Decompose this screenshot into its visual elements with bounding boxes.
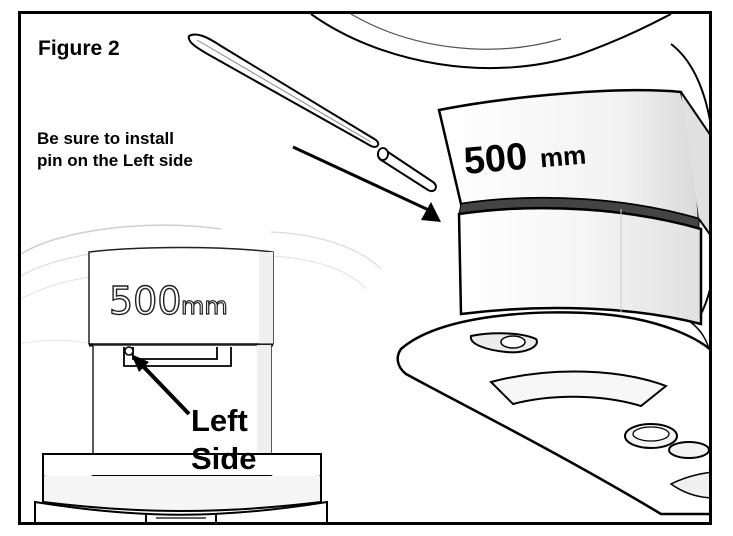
- install-instruction-line-1: Be sure to install: [37, 129, 174, 148]
- size-label-left: 500: [109, 279, 182, 323]
- assembly-drawing: 500 mm 500 mm: [21, 14, 709, 522]
- size-unit-left: mm: [181, 292, 228, 320]
- size-text-right-group: 500 mm: [462, 136, 588, 183]
- install-instruction-line-2: pin on the Left side: [37, 151, 193, 170]
- install-instruction: Be sure to install pin on the Left side: [37, 128, 193, 172]
- callout-arrow: [292, 145, 441, 222]
- left-side-label: Left Side: [191, 402, 256, 478]
- size-block-right: [437, 88, 709, 326]
- left-side-label-line-1: Left: [191, 403, 248, 438]
- figure-title: Figure 2: [38, 37, 120, 60]
- pin-tool: [187, 33, 380, 148]
- left-side-label-line-2: Side: [191, 441, 257, 476]
- size-text-left-group: 500 mm: [108, 278, 228, 323]
- size-block-left: [34, 246, 328, 522]
- size-unit-right: mm: [539, 139, 588, 173]
- figure-frame: 500 mm 500 mm Figure 2 Be sure to instal…: [18, 11, 712, 525]
- size-label-right: 500: [462, 136, 529, 183]
- base-plate-right: [396, 311, 709, 516]
- small-pin: [377, 147, 437, 192]
